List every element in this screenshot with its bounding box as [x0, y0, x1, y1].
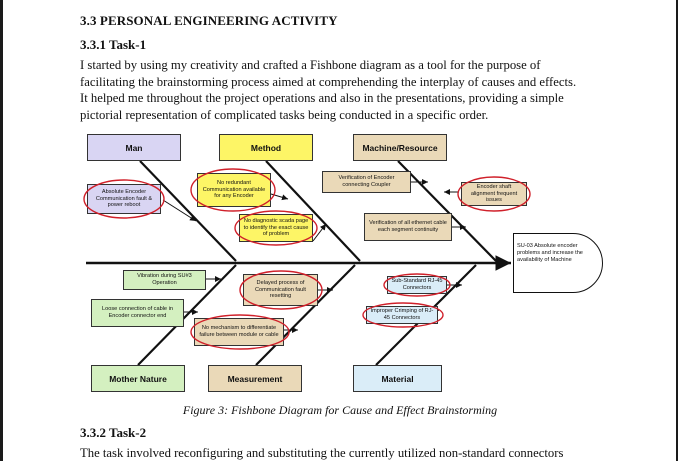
- highlight-ellipse: [190, 314, 290, 350]
- paragraph-line: pictorial representation of complicated …: [80, 107, 489, 122]
- cause-no-mechanism: No mechanism to differentiate failure be…: [194, 318, 284, 346]
- task1-paragraph: I started by using my creativity and cra…: [80, 57, 605, 123]
- page-border-right: [676, 0, 678, 461]
- highlight-ellipse: [457, 176, 531, 212]
- paragraph-line: It helped me throughout the project oper…: [80, 91, 564, 105]
- cause-verification-coupler: Verification of Encoder connecting Coupl…: [322, 171, 411, 193]
- highlight-ellipse: [234, 210, 318, 246]
- cause-verification-ethernet: Verification of all ethernet cable each …: [364, 213, 452, 241]
- highlight-ellipse: [239, 270, 323, 310]
- category-measurement: Measurement: [208, 365, 302, 392]
- highlight-ellipse: [83, 179, 165, 219]
- bone-man: [139, 160, 237, 262]
- cause-arrow: [312, 223, 327, 242]
- cause-encoder-shaft: Encoder shaft alignment frequent issues: [461, 182, 527, 206]
- figure-caption: Figure 3: Fishbone Diagram for Cause and…: [182, 403, 498, 417]
- category-machine-resource: Machine/Resource: [353, 134, 447, 161]
- cause-improper-crimping: Improper Crimping of RJ-45 Connectors: [366, 306, 438, 324]
- category-material: Material: [353, 365, 442, 392]
- bone-method: [265, 160, 361, 262]
- category-method: Method: [219, 134, 313, 161]
- cause-absolute-encoder: Absolute Encoder Communication fault & p…: [87, 184, 161, 214]
- paragraph-line: The task involved reconfiguring and subs…: [80, 446, 564, 460]
- highlight-ellipse: [362, 302, 444, 328]
- task2-heading: 3.3.2 Task-2: [80, 425, 147, 440]
- cause-vibration: Vibration during SU#3 Operation: [123, 270, 206, 290]
- task1-heading: 3.3.1 Task-1: [80, 37, 147, 52]
- page-border-left: [0, 0, 3, 461]
- cause-loose-connection: Loose connection of cable in Encoder con…: [91, 299, 184, 327]
- highlight-ellipse: [190, 168, 276, 212]
- cause-no-redundant: No redundant Communication available for…: [197, 173, 271, 207]
- highlight-ellipse: [383, 273, 451, 297]
- section-heading: 3.3 PERSONAL ENGINEERING ACTIVITY: [80, 13, 338, 28]
- cause-no-diagnostic: No diagnostic scada page to identify the…: [239, 214, 313, 242]
- paragraph-line: I started by using my creativity and cra…: [80, 58, 541, 72]
- effect-fish-head: SU-03 Absolute encoder problems and incr…: [513, 233, 603, 293]
- cause-delayed-process: Delayed process of Communication fault r…: [243, 274, 318, 306]
- category-man: Man: [87, 134, 181, 161]
- category-mother-nature: Mother Nature: [91, 365, 185, 392]
- cause-sub-standard: Sub-Standard RJ-45 Connectors: [387, 276, 447, 294]
- cause-arrow: [162, 199, 197, 222]
- paragraph-line: facilitating the brainstorming process a…: [80, 74, 577, 89]
- bone-machine: [397, 160, 497, 262]
- task2-paragraph: The task involved reconfiguring and subs…: [80, 445, 605, 462]
- bone-measurement: [255, 264, 356, 366]
